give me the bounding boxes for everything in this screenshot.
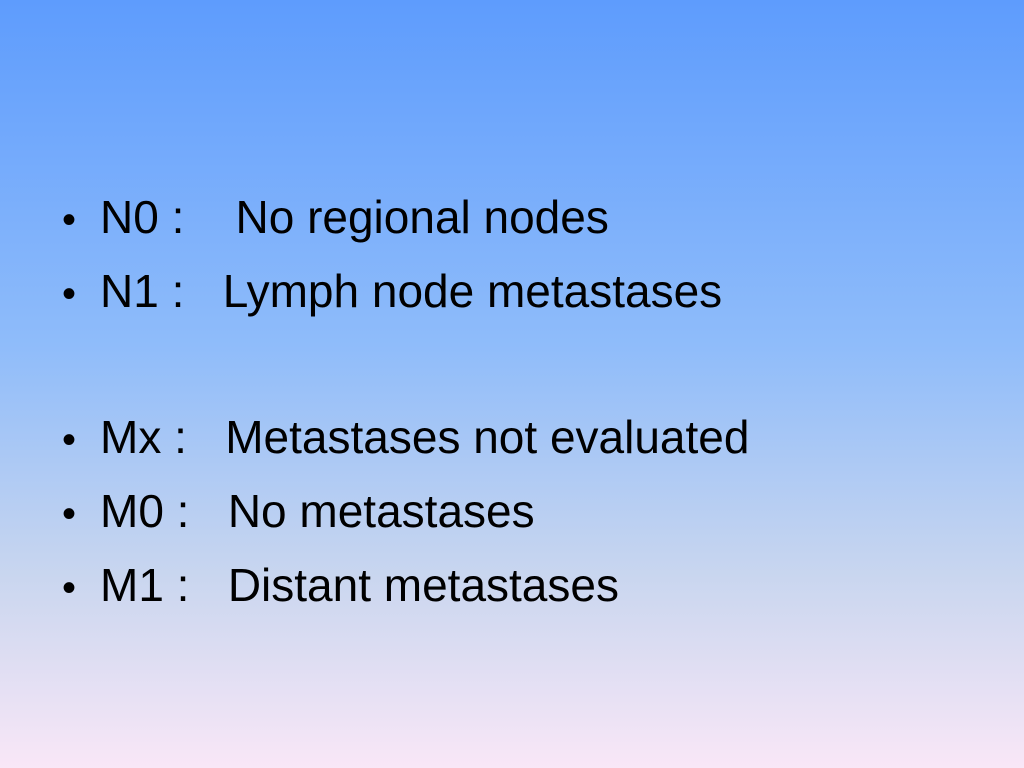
bullet-list: • N0 : No regional nodes • N1 : Lymph no…: [62, 188, 749, 630]
bullet-dot: •: [62, 272, 77, 316]
bullet-dot: •: [62, 566, 77, 610]
bullet-code: Mx :: [100, 411, 226, 463]
bullet-code: M1 :: [100, 559, 228, 611]
bullet-text: Lymph node metastases: [222, 265, 723, 317]
bullet-text: No regional nodes: [235, 191, 609, 243]
bullet-item-n0: • N0 : No regional nodes: [62, 188, 749, 262]
bullet-code: M0 :: [100, 485, 228, 537]
bullet-code: N0 :: [100, 191, 236, 243]
bullet-text: Metastases not evaluated: [225, 411, 750, 463]
bullet-item-mx: • Mx : Metastases not evaluated: [62, 408, 749, 482]
bullet-text: No metastases: [227, 485, 535, 537]
bullet-code: N1 :: [100, 265, 223, 317]
bullet-item-n1: • N1 : Lymph node metastases: [62, 262, 749, 336]
bullet-item-m0: • M0 : No metastases: [62, 482, 749, 556]
bullet-item-m1: • M1 : Distant metastases: [62, 556, 749, 630]
bullet-dot: •: [62, 198, 77, 242]
bullet-dot: •: [62, 418, 77, 462]
bullet-dot: •: [62, 492, 77, 536]
bullet-text: Distant metastases: [227, 559, 619, 611]
